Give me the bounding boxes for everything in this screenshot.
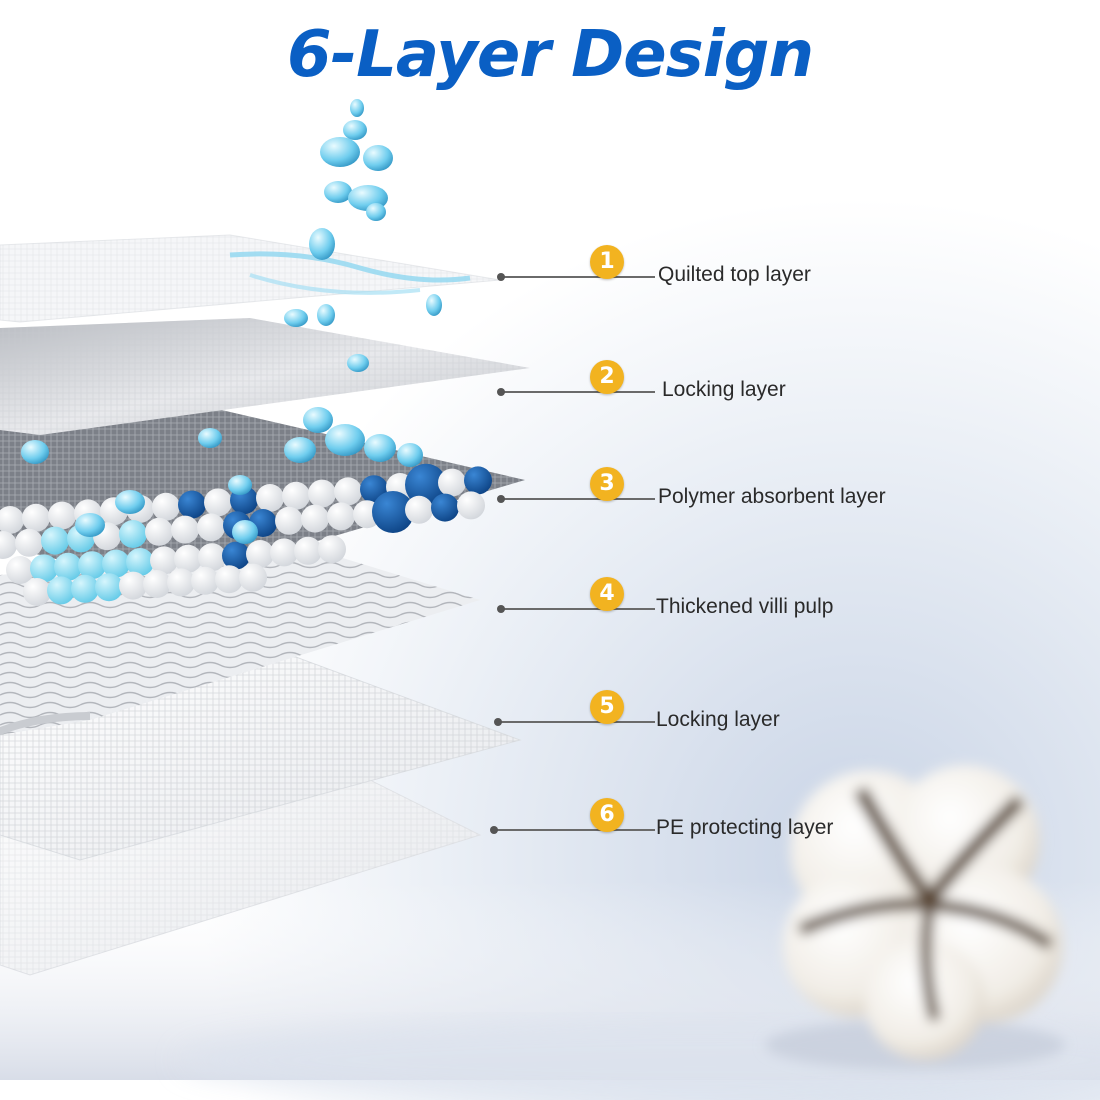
polymer-bead <box>174 544 202 573</box>
polymer-bead <box>150 546 178 575</box>
callout-dot <box>497 495 505 503</box>
polymer-bead <box>191 566 219 595</box>
polymer-bead-light <box>41 526 69 555</box>
polymer-bead-light <box>54 552 82 581</box>
polymer-bead-dark <box>405 463 447 506</box>
polymer-bead <box>22 503 50 532</box>
layer-number-badge: 1 <box>590 245 624 279</box>
layer-label: PE protecting layer <box>656 816 834 839</box>
polymer-bead-dark <box>178 490 206 519</box>
polymer-bead <box>334 477 362 506</box>
polymer-bead <box>204 488 232 517</box>
polymer-bead-light <box>71 574 99 603</box>
layer-label: Polymer absorbent layer <box>658 485 886 508</box>
layer-number-badge: 2 <box>590 360 624 394</box>
layer-label: Locking layer <box>656 708 780 731</box>
layer-2-sheet <box>0 318 530 435</box>
callout-dot <box>494 718 502 726</box>
callout-dot <box>490 826 498 834</box>
callout-line <box>503 276 655 278</box>
polymer-bead-light <box>119 520 147 548</box>
callout-line <box>503 498 655 500</box>
polymer-bead <box>145 517 173 546</box>
polymer-bead <box>167 568 195 597</box>
polymer-bead <box>457 491 485 520</box>
polymer-bead-light <box>126 548 154 576</box>
polymer-bead <box>197 513 225 542</box>
polymer-bead <box>405 495 433 524</box>
polymer-bead <box>0 531 17 559</box>
layer-3-polymer <box>0 405 525 606</box>
polymer-bead <box>275 506 303 535</box>
polymer-bead <box>48 501 76 530</box>
layer-number-badge: 6 <box>590 798 624 832</box>
polymer-bead <box>23 578 51 606</box>
polymer-bead <box>0 506 24 534</box>
polymer-bead-light <box>47 576 75 605</box>
polymer-bead <box>308 479 336 508</box>
layer-label: Thickened villi pulp <box>656 595 834 618</box>
polymer-bead-light <box>78 551 106 580</box>
layer-number-badge: 3 <box>590 467 624 501</box>
polymer-bead <box>318 535 346 564</box>
water-droplets <box>21 99 442 544</box>
polymer-bead-light <box>30 554 58 583</box>
layer-label: Locking layer <box>662 378 786 401</box>
polymer-bead-dark <box>222 541 250 570</box>
page-title: 6-Layer Design <box>287 18 814 92</box>
layer-number-badge: 5 <box>590 690 624 724</box>
callout-line <box>496 829 655 831</box>
polymer-bead-light <box>95 573 123 602</box>
polymer-bead <box>256 484 284 512</box>
polymer-bead <box>15 528 43 557</box>
polymer-bead <box>301 504 329 533</box>
polymer-bead <box>152 492 180 521</box>
callout-dot <box>497 388 505 396</box>
polymer-bead <box>438 468 466 497</box>
polymer-bead <box>198 543 226 572</box>
polymer-bead <box>246 540 274 568</box>
callout-line <box>503 391 655 393</box>
polymer-bead <box>327 502 355 531</box>
callout-line <box>503 608 655 610</box>
polymer-bead <box>143 570 171 598</box>
polymer-bead <box>270 538 298 567</box>
polymer-bead <box>171 515 199 544</box>
layer-callout-6: 6 PE protecting layer <box>0 798 1100 858</box>
polymer-bead-dark <box>372 491 414 533</box>
layer-label: Quilted top layer <box>658 263 811 286</box>
polymer-bead-dark <box>431 493 459 522</box>
callout-line <box>500 721 655 723</box>
polymer-bead <box>282 481 310 510</box>
polymer-bead-light <box>102 549 130 578</box>
polymer-bead <box>119 571 147 600</box>
cotton-boll <box>765 765 1065 1070</box>
callout-dot <box>497 605 505 613</box>
layer-1-sheet <box>0 234 501 323</box>
polymer-bead <box>239 563 267 592</box>
polymer-bead <box>215 565 243 594</box>
polymer-bead-dark <box>464 466 492 495</box>
polymer-bead <box>294 536 322 565</box>
layer-number-badge: 4 <box>590 577 624 611</box>
polymer-bead <box>6 556 34 584</box>
callout-dot <box>497 273 505 281</box>
